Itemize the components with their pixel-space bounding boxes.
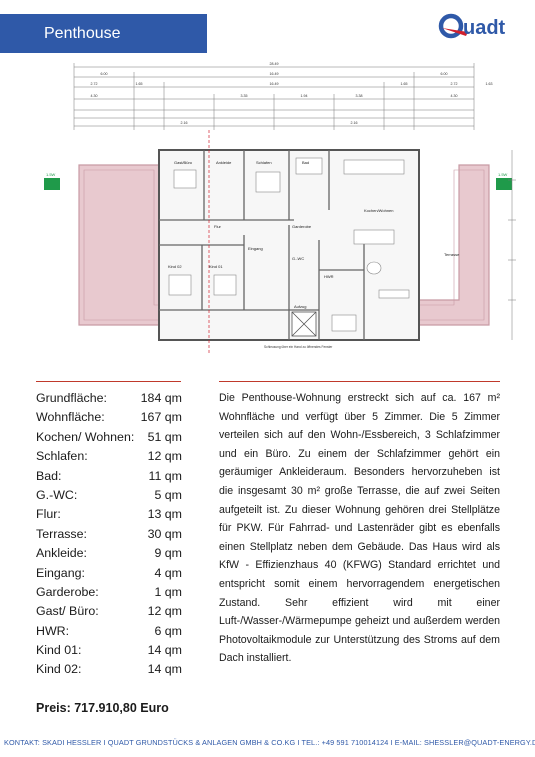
dim-label: 4.30 <box>451 94 458 98</box>
room-row: Terrasse:30 qm <box>36 526 182 541</box>
plan-note: Schleusung über ein Hand zu öffnendes Fe… <box>264 345 333 349</box>
room-area-list: Grundfläche:184 qm Wohnfläche:167 qm Koc… <box>36 389 182 680</box>
room-label: Ankleide <box>216 160 232 165</box>
room-row: Eingang:4 qm <box>36 565 182 580</box>
price-label: Preis: 717.910,80 Euro <box>36 701 169 715</box>
room-label: Gast/Büro <box>174 160 193 165</box>
room-row: Kochen/ Wohnen:51 qm <box>36 429 182 444</box>
room-row: Ankleide:9 qm <box>36 546 182 561</box>
dim-label: 6.00 <box>101 72 108 76</box>
dim-label: 2.16 <box>351 121 358 125</box>
quadt-logo: uadt <box>438 13 506 39</box>
room-label: Eingang <box>248 246 263 251</box>
room-row: Garderobe:1 qm <box>36 584 182 599</box>
title-banner: Penthouse <box>0 14 207 53</box>
floor-plan: 28.49 6.00 16.49 6.00 2.72 1.65 16.49 1.… <box>44 62 516 355</box>
room-label: Aufzug <box>294 304 306 309</box>
room-row: Flur:13 qm <box>36 507 182 522</box>
dim-label: 3.35 <box>241 94 248 98</box>
dim-label: 2.72 <box>451 82 458 86</box>
room-label: G.-WC <box>292 256 304 261</box>
dim-label: 2.16 <box>181 121 188 125</box>
dim-label: 1.94 <box>301 94 308 98</box>
page-title: Penthouse <box>44 24 121 42</box>
exit-sign-icon <box>44 178 60 190</box>
room-row: G.-WC:5 qm <box>36 487 182 502</box>
room-row: Bad:11 qm <box>36 468 182 483</box>
room-label: Garderobe <box>292 224 312 229</box>
dim-label: 1.63 <box>486 82 493 86</box>
room-label: Flur <box>214 224 222 229</box>
dim-label: 1.65 <box>401 82 408 86</box>
dim-label: 6.00 <box>441 72 448 76</box>
room-label: Terrasse <box>444 252 460 257</box>
room-label: Kochen/Wohnen <box>364 208 394 213</box>
room-label: HWR <box>324 274 334 279</box>
room-row: Kind 01:14 qm <box>36 643 182 658</box>
divider-left <box>36 381 181 382</box>
room-row: Grundfläche:184 qm <box>36 391 182 405</box>
room-row: Kind 02:14 qm <box>36 662 182 677</box>
room-row: Gast/ Büro:12 qm <box>36 604 182 619</box>
room-label: Kind 02 <box>168 264 182 269</box>
side-label: 1.5W <box>498 172 508 177</box>
contact-footer: KONTAKT: SKADI HESSLER I QUADT GRUNDSTÜC… <box>4 738 535 747</box>
room-label: Kind 01 <box>209 264 223 269</box>
divider-right <box>219 381 500 382</box>
room-row: Wohnfläche:167 qm <box>36 410 182 425</box>
logo-text: uadt <box>463 17 506 39</box>
dim-label: 2.72 <box>91 82 98 86</box>
description-text: Die Penthouse-Wohnung erstreckt sich auf… <box>219 392 500 665</box>
room-label: Schlafen <box>256 160 272 165</box>
dim-total: 28.49 <box>270 62 279 66</box>
exit-sign-icon <box>496 178 512 190</box>
room-row: Schlafen:12 qm <box>36 449 182 464</box>
room-row: HWR:6 qm <box>36 623 182 638</box>
room-label: Bad <box>302 160 309 165</box>
dim-label: 16.49 <box>270 82 279 86</box>
dim-label: 16.49 <box>270 72 279 76</box>
dim-label: 4.30 <box>91 94 98 98</box>
dim-label: 3.38 <box>356 94 363 98</box>
side-label: 1.5W <box>46 172 56 177</box>
dim-label: 1.65 <box>136 82 143 86</box>
